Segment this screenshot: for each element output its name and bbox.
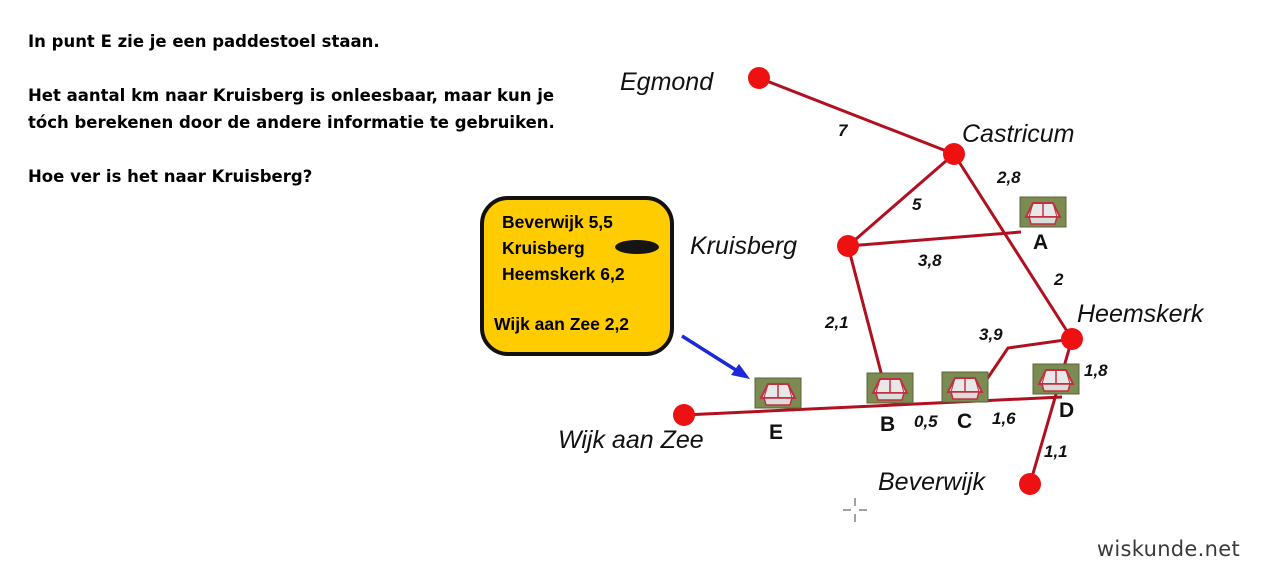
city-label-egmond: Egmond — [620, 68, 714, 96]
illegible-smudge — [615, 240, 659, 254]
city-label-beverwijk: Beverwijk — [878, 468, 986, 496]
road-wijk-aan-zee-d — [683, 395, 1063, 417]
mushroom-marker-b — [866, 372, 914, 404]
distance-c-d: 1,6 — [992, 409, 1016, 428]
distance-labels: 7 2,8 5 3,8 2 2,1 3,9 1,8 0,5 1,6 1,1 — [824, 121, 1108, 461]
signpost-line-heemskerk: Heemskerk 6,2 — [502, 264, 625, 284]
city-dot-egmond — [748, 67, 770, 89]
city-dot-wijk-aan-zee — [673, 404, 695, 426]
point-label-a: A — [1033, 231, 1048, 254]
distance-egmond-castricum: 7 — [838, 121, 849, 140]
watermark: wiskunde.net — [1096, 537, 1240, 561]
signpost-board — [480, 196, 674, 356]
city-label-kruisberg: Kruisberg — [690, 232, 797, 260]
distance-d-beverwijk: 1,1 — [1044, 442, 1068, 461]
question-text: In punt E zie je een paddestoel staan. H… — [28, 28, 568, 190]
distance-heemskerk-d: 1,8 — [1084, 361, 1108, 380]
road-castricum-heemskerk — [952, 153, 1074, 340]
signpost-line-wijk-aan-zee: Wijk aan Zee 2,2 — [494, 314, 629, 334]
mushroom-marker-d — [1032, 363, 1080, 395]
question-line-3: Hoe ver is het naar Kruisberg? — [28, 167, 313, 186]
distance-kruisberg-a: 3,8 — [918, 251, 942, 270]
distance-castricum-kruisberg: 5 — [912, 195, 922, 214]
signpost: Beverwijk 5,5 Kruisberg Heemskerk 6,2 Wi… — [480, 196, 674, 356]
distance-c-heemskerk: 3,9 — [979, 325, 1003, 344]
city-dot-castricum — [943, 143, 965, 165]
city-label-wijk-aan-zee: Wijk aan Zee — [558, 426, 704, 454]
pointer-arrow — [681, 334, 750, 379]
road-heemskerk-beverwijk — [1028, 338, 1074, 485]
distance-a-heemskerk: 2 — [1053, 270, 1064, 289]
point-labels: A B C D E — [769, 231, 1074, 444]
crosshair-cursor-icon — [843, 498, 867, 522]
mushroom-marker-c — [941, 371, 989, 403]
road-kruisberg-a — [847, 230, 1022, 248]
city-dot-heemskerk — [1061, 328, 1083, 350]
mushroom-markers — [754, 196, 1080, 409]
distance-b-c: 0,5 — [914, 412, 938, 431]
question-line-2: Het aantal km naar Kruisberg is onleesba… — [28, 86, 555, 132]
point-label-d: D — [1059, 399, 1074, 422]
point-label-b: B — [880, 413, 895, 436]
distance-castricum-a: 2,8 — [996, 168, 1021, 187]
city-label-heemskerk: Heemskerk — [1077, 300, 1205, 328]
signpost-line-kruisberg: Kruisberg — [502, 238, 585, 258]
city-labels: Egmond Castricum Kruisberg Heemskerk Wij… — [558, 68, 1205, 496]
point-label-c: C — [957, 410, 972, 433]
roads — [683, 76, 1074, 485]
mushroom-marker-e — [754, 377, 802, 409]
distance-kruisberg-b: 2,1 — [824, 313, 849, 332]
road-c-heemskerk — [983, 337, 1073, 383]
road-egmond-castricum — [758, 76, 955, 156]
city-dot-beverwijk — [1019, 473, 1041, 495]
signpost-line-beverwijk: Beverwijk 5,5 — [502, 212, 613, 232]
mushroom-marker-a — [1019, 196, 1067, 228]
city-dot-kruisberg — [837, 235, 859, 257]
point-label-e: E — [769, 421, 783, 444]
city-label-castricum: Castricum — [962, 120, 1075, 148]
road-castricum-kruisberg — [847, 152, 955, 248]
road-kruisberg-b — [846, 245, 886, 385]
question-line-1: In punt E zie je een paddestoel staan. — [28, 32, 380, 51]
city-dots — [673, 67, 1083, 495]
